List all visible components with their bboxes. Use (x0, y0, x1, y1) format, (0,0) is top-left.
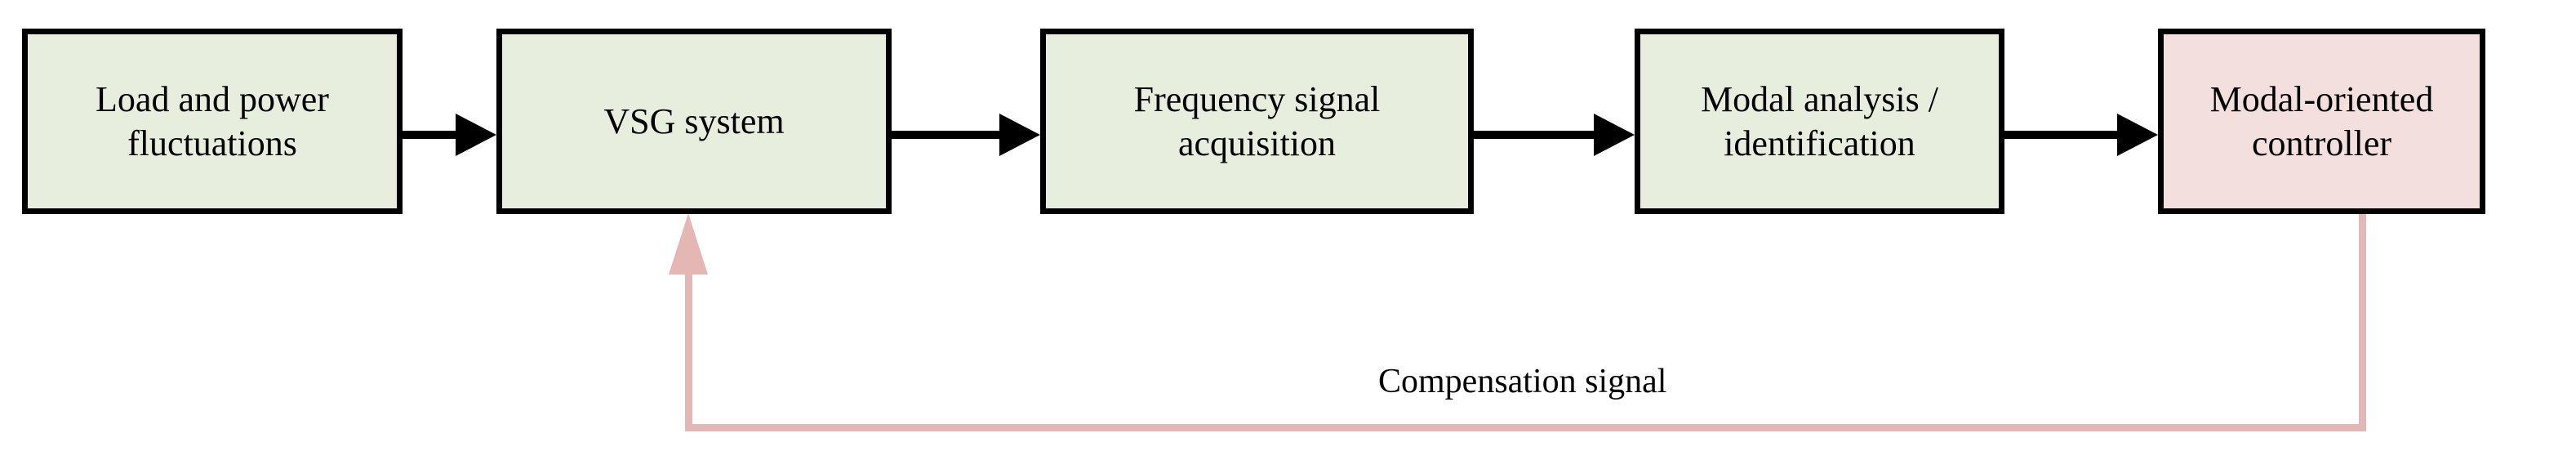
arrow-shaft (2004, 131, 2120, 139)
arrow-shaft (892, 131, 1002, 139)
arrow-shaft (1474, 131, 1596, 139)
arrow-head-icon (999, 114, 1040, 156)
node-label: VSG system (603, 100, 785, 141)
node-load-and-power-fluctuations[interactable]: Load and power fluctuations (22, 29, 403, 214)
arrow-head-icon (2117, 114, 2158, 156)
node-label: Load and power fluctuations (96, 78, 329, 163)
arrow-head-icon (1594, 114, 1635, 156)
feedback-segment-horizontal (685, 424, 2364, 431)
node-modal-analysis-identification[interactable]: Modal analysis / identification (1635, 29, 2004, 214)
arrow-shaft (403, 131, 458, 139)
feedback-edge-label: Compensation signal (1378, 363, 1667, 400)
feedback-segment-vertical-right (2359, 214, 2366, 431)
arrow-head-icon (456, 114, 496, 156)
node-label: Modal analysis / identification (1701, 78, 1938, 163)
feedback-segment-vertical-left (685, 274, 692, 426)
feedback-arrow-head-icon (669, 213, 708, 275)
node-label: Frequency signal acquisition (1133, 78, 1381, 163)
node-frequency-signal-acquisition[interactable]: Frequency signal acquisition (1040, 29, 1474, 214)
node-vsg-system[interactable]: VSG system (496, 29, 892, 214)
node-label: Modal-oriented controller (2209, 78, 2434, 163)
node-modal-oriented-controller[interactable]: Modal-oriented controller (2158, 29, 2485, 214)
